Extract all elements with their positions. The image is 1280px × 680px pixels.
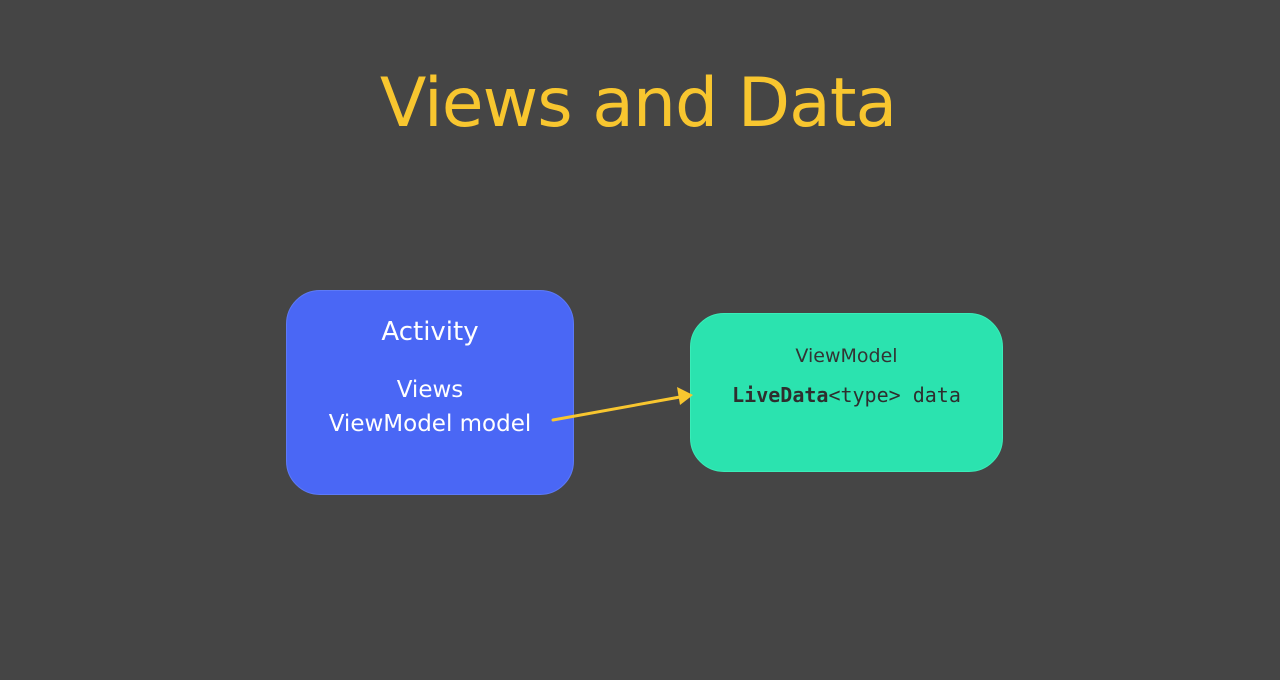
activity-box: Activity Views ViewModel model: [286, 290, 574, 495]
livedata-rest: <type> data: [828, 383, 961, 407]
slide-title: Views and Data: [379, 64, 897, 143]
livedata-type: LiveData: [732, 383, 829, 407]
activity-views-label: Views: [396, 377, 464, 403]
livedata-declaration: LiveData<type> data: [691, 381, 1002, 409]
activity-viewmodel-label: ViewModel model: [328, 411, 532, 437]
activity-heading: Activity: [381, 317, 479, 347]
viewmodel-heading: ViewModel: [795, 345, 898, 367]
activity-fields: Views ViewModel model: [287, 373, 573, 441]
viewmodel-box: ViewModel LiveData<type> data: [690, 313, 1003, 472]
